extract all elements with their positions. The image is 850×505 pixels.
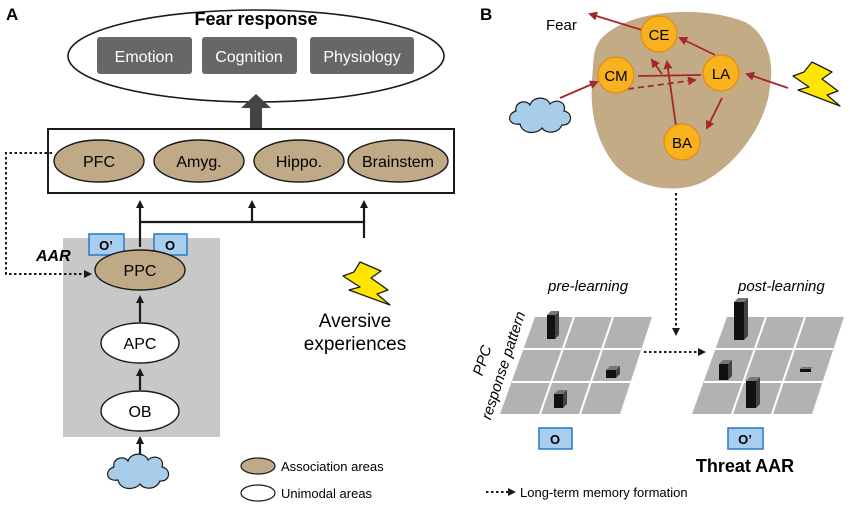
post-bar-2 <box>719 360 732 380</box>
pfc-node <box>53 139 145 183</box>
amyg-label: Amyg. <box>176 154 221 171</box>
panel-b-label: B <box>480 5 492 24</box>
hippo-label: Hippo. <box>276 154 322 171</box>
cm-nucleus <box>597 56 635 94</box>
hippo-node <box>253 139 345 183</box>
ba-label: BA <box>672 135 692 152</box>
ob-node <box>100 390 180 432</box>
lightning-bolt-b-icon <box>792 61 841 107</box>
threat-aar-label: Threat AAR <box>696 456 794 476</box>
ce-label: CE <box>649 27 670 44</box>
post-bar-3 <box>800 367 813 372</box>
emotion-box <box>97 37 192 74</box>
odor-cloud-b-icon <box>509 97 572 134</box>
legend-association-label: Association areas <box>281 459 384 474</box>
pfc-label: PFC <box>83 154 115 171</box>
la-nucleus <box>702 54 740 92</box>
regions-box: PFC Amyg. Hippo. Brainstem <box>47 128 455 194</box>
odor-tag-post-label: O’ <box>738 432 752 447</box>
amyg-node <box>153 139 245 183</box>
apc-label: APC <box>124 336 157 353</box>
pre-learning-label: pre-learning <box>547 278 629 295</box>
amygdala-connections <box>559 11 789 130</box>
odor-tag-pre-label: O <box>550 432 560 447</box>
fear-response-group: Fear response Emotion Cognition Physiolo… <box>67 9 445 103</box>
pre-bar-3 <box>554 390 567 408</box>
fear-response-title: Fear response <box>194 9 317 29</box>
fear-label: Fear <box>546 17 577 34</box>
odor-cloud-icon <box>107 453 170 490</box>
thick-up-arrow <box>241 94 271 128</box>
memory-legend-label: Long-term memory formation <box>520 485 688 500</box>
panel-a-label: A <box>6 5 18 24</box>
cognition-label: Cognition <box>215 49 283 66</box>
physiology-box <box>310 37 414 74</box>
feedback-dotted-path <box>5 152 92 278</box>
post-learning-grid <box>692 298 844 415</box>
pre-bar-2 <box>606 366 620 378</box>
legend-unimodal-label: Unimodal areas <box>281 486 373 501</box>
ppc-label: PPC <box>124 263 157 280</box>
la-label: LA <box>712 66 730 83</box>
brainstem-node <box>347 139 449 183</box>
odor-tag-pre <box>538 427 573 450</box>
pre-bar-1 <box>547 311 559 339</box>
ba-nucleus <box>663 123 701 161</box>
ce-nucleus <box>640 15 678 53</box>
apc-node <box>100 322 180 364</box>
odor-tag-o-label: O <box>165 238 175 253</box>
cognition-box <box>202 37 297 74</box>
brainstem-label: Brainstem <box>362 154 434 171</box>
post-learning-label: post-learning <box>737 278 825 295</box>
projection-arrows <box>136 200 368 247</box>
ppc-node <box>94 249 186 291</box>
physiology-label: Physiology <box>323 49 400 66</box>
cm-label: CM <box>604 68 627 85</box>
odor-tag-post <box>727 427 764 450</box>
post-bar-1 <box>734 298 748 340</box>
lightning-bolt-icon <box>342 261 391 306</box>
odor-tag-o-prime-label: O’ <box>99 238 113 253</box>
post-bar-4 <box>746 377 760 408</box>
aar-label: AAR <box>35 248 71 265</box>
aversive-label-line1: Aversive <box>319 311 392 332</box>
ob-label: OB <box>128 404 151 421</box>
amygdala-nuclei: CE CM LA BA <box>597 15 740 161</box>
emotion-label: Emotion <box>115 49 174 66</box>
legend-unimodal-swatch <box>240 484 276 502</box>
legend-association-swatch <box>240 457 276 475</box>
pre-learning-grid <box>500 311 652 415</box>
aversive-label-line2: experiences <box>304 334 406 355</box>
odor-tag-o-prime <box>88 233 125 256</box>
